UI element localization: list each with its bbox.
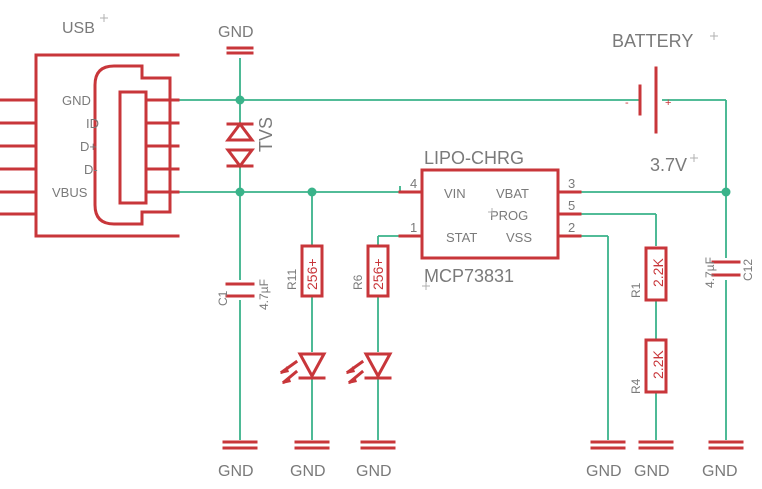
r4-value: 2.2K [650,350,666,379]
ic-pin-prog: PROG [490,208,528,223]
gnd-c12-label: GND [702,463,738,480]
battery-minus: - [625,97,629,109]
led-1 [279,352,327,385]
c1-value: 4.7µF [257,279,271,310]
gnd-r4: GND [634,440,674,480]
ic-pin-vin: VIN [444,186,466,201]
gnd-r4-label: GND [634,463,670,480]
usb-pin-vbus: VBUS [52,185,88,200]
gnd-r6: GND [356,440,396,480]
gnd-top-label: GND [218,24,254,41]
usb-pin-id: ID [86,116,99,131]
ic-part: MCP73831 [424,266,514,286]
c12-value: 4.7µF [703,257,717,288]
tvs-diode: TVS [225,117,276,169]
battery-voltage: 3.7V [650,155,687,175]
c1-ref: C1 [216,290,230,306]
gnd-c1-label: GND [218,463,254,480]
ic-num-stat: 1 [410,220,417,235]
usb-title: USB [62,20,95,37]
gnd-r11-label: GND [290,463,326,480]
resistor-r4: 2.2K R4 [629,338,668,394]
gnd-c1: GND [218,440,258,480]
ic-num-vin: 4 [410,176,417,191]
gnd-r11: GND [290,440,330,480]
ic-num-prog: 5 [568,198,575,213]
junction-vbus-r11 [307,187,317,197]
r6-ref: R6 [351,274,365,290]
battery-label: BATTERY [612,31,693,51]
usb-pin-dplus: D+ [80,139,97,154]
gnd-c12: GND [702,440,744,480]
wires [178,58,727,440]
junction-gnd [235,95,245,105]
junction-vbus-c1 [235,187,245,197]
r11-ref: R11 [285,269,299,290]
r11-value: 256+ [304,258,320,290]
gnd-vss-label: GND [586,463,622,480]
usb-pin-dminus: D- [84,162,98,177]
usb-connector: USB GND ID D+ D- VBUS [0,20,180,238]
r6-value: 256+ [370,258,386,290]
origin-marks [100,14,718,290]
ic-num-vbat: 3 [568,176,575,191]
resistor-r6: 256+ R6 [351,244,390,298]
ic-num-vss: 2 [568,220,575,235]
ic-pin-stat: STAT [446,230,477,245]
ic-pin-vbat: VBAT [496,186,529,201]
led-2 [345,352,393,385]
ic-mcp73831: LIPO-CHRG MCP73831 VIN VBAT PROG STAT VS… [398,148,582,286]
junction-vbat [721,187,731,197]
r1-value: 2.2K [650,258,666,287]
ic-pin-vss: VSS [506,230,532,245]
gnd-top: GND [218,24,254,55]
capacitor-c12: 4.7µF C12 [703,257,755,288]
battery: BATTERY - + 3.7V [612,31,693,175]
gnd-r6-label: GND [356,463,392,480]
battery-plus: + [665,97,671,109]
tvs-label: TVS [256,117,276,152]
c12-ref: C12 [741,259,755,281]
junctions [235,95,731,197]
ic-name: LIPO-CHRG [424,148,524,168]
r1-ref: R1 [629,282,643,298]
usb-pin-gnd: GND [62,93,91,108]
resistor-r11: 256+ R11 [285,244,324,298]
capacitor-c1: C1 4.7µF [216,279,271,310]
gnd-vss: GND [586,440,626,480]
r4-ref: R4 [629,378,643,394]
resistor-r1: 2.2K R1 [629,246,668,302]
